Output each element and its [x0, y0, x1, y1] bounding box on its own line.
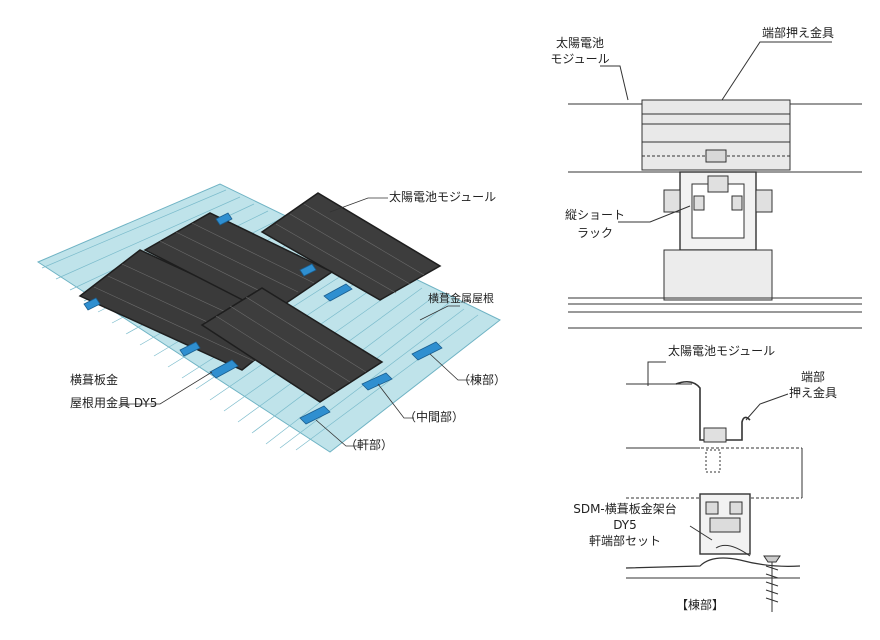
bracket [299, 405, 331, 425]
leader-top-module [600, 65, 629, 101]
leader-bottom-module [647, 361, 666, 386]
bottom-clamp-label-2: 押え金具 [788, 386, 837, 400]
leader-roof [419, 305, 460, 321]
leader-bottom-clamp [745, 393, 789, 421]
clamp-nut [703, 427, 727, 443]
iso-roof-label: 横葺金属屋根 [428, 292, 494, 305]
bracket [179, 341, 201, 357]
wire-loop [715, 544, 751, 557]
bracket [411, 341, 443, 361]
bottom-set-label-3: 軒端部セット [588, 534, 661, 548]
solar-panel-top [260, 192, 442, 301]
solar-panel-front [200, 287, 384, 403]
bracket [83, 297, 101, 311]
bottom-module-label: 太陽電池モジュール [668, 344, 776, 358]
leader-top-clamp [721, 41, 832, 101]
leader-fitting [120, 371, 213, 405]
bottom-caption: 【棟部】 [676, 598, 725, 612]
bracket [209, 359, 239, 379]
leader-ridge [429, 353, 470, 381]
leader-bottom-set [689, 525, 713, 541]
clamp-bolt [705, 149, 727, 163]
top-module-label-2: モジュール [550, 52, 610, 66]
roof-brackets [83, 212, 443, 425]
leader-middle [377, 383, 414, 419]
top-rack-label-2: ラック [576, 226, 613, 240]
bottom-set-label-1: SDM-横葺板金架台 [573, 502, 677, 516]
leader-top-rack [618, 205, 691, 223]
iso-ridge-label: （棟部） [458, 373, 507, 387]
top-clamp-label: 端部押え金具 [762, 26, 835, 40]
bottom-clamp-label-1: 端部 [800, 370, 825, 384]
bolt-shaft [705, 449, 721, 473]
iso-module-label: 太陽電池モジュール [389, 190, 497, 204]
bottom-set-label-2: DY5 [613, 518, 637, 532]
iso-middle-label: （中間部） [404, 410, 465, 424]
iso-fitting-label-1: 横葺板金 [70, 373, 119, 387]
bracket [323, 283, 353, 302]
roof-sheet-curve [625, 557, 801, 569]
leader-module [329, 197, 388, 213]
leader-eaves [315, 419, 360, 447]
top-module-label-1: 太陽電池 [555, 36, 604, 50]
top-rack-label-1: 縦ショート [564, 208, 625, 222]
base-bracket [663, 249, 773, 301]
bracket [215, 212, 233, 226]
iso-fitting-label-2: 屋根用金具 DY5 [70, 396, 158, 410]
iso-eaves-label: （軒部） [345, 438, 394, 452]
bracket [361, 372, 393, 391]
screw [763, 555, 781, 612]
solar-panel-middle [143, 212, 334, 315]
bracket [299, 263, 317, 277]
